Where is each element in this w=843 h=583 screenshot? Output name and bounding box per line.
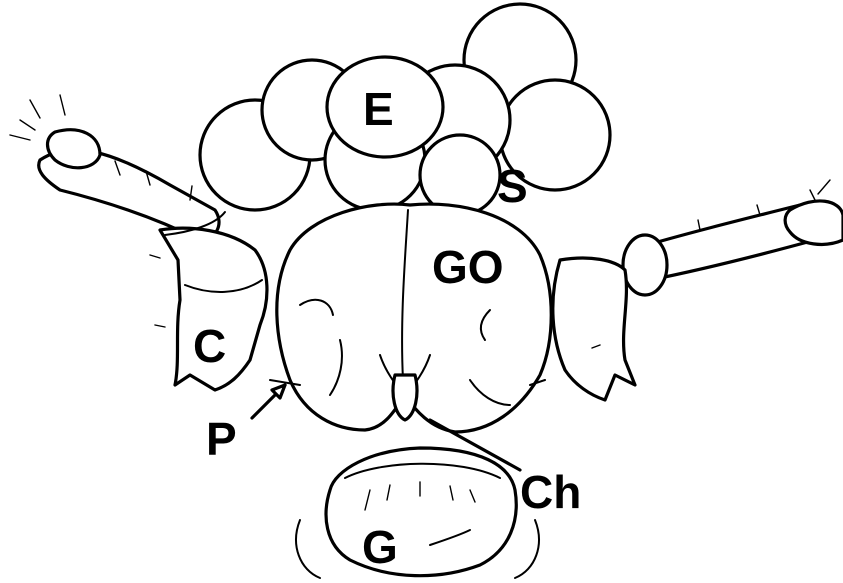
label-E: E	[363, 83, 394, 135]
chelicera	[393, 375, 417, 420]
genital-operculum	[277, 204, 551, 432]
gland-structure	[296, 448, 539, 578]
right-leg-tip	[785, 201, 843, 244]
label-GO: GO	[432, 241, 504, 293]
gland-outline	[326, 448, 516, 576]
left-leg-tip	[48, 130, 101, 168]
egg-cluster	[200, 4, 610, 215]
right-leg-joint	[623, 235, 667, 295]
label-S: S	[497, 160, 528, 212]
label-P: P	[206, 413, 237, 465]
label-Ch: Ch	[520, 466, 581, 518]
label-G: G	[362, 521, 398, 573]
label-C: C	[193, 320, 226, 372]
right-leg	[553, 180, 843, 400]
right-coxa	[553, 258, 635, 400]
